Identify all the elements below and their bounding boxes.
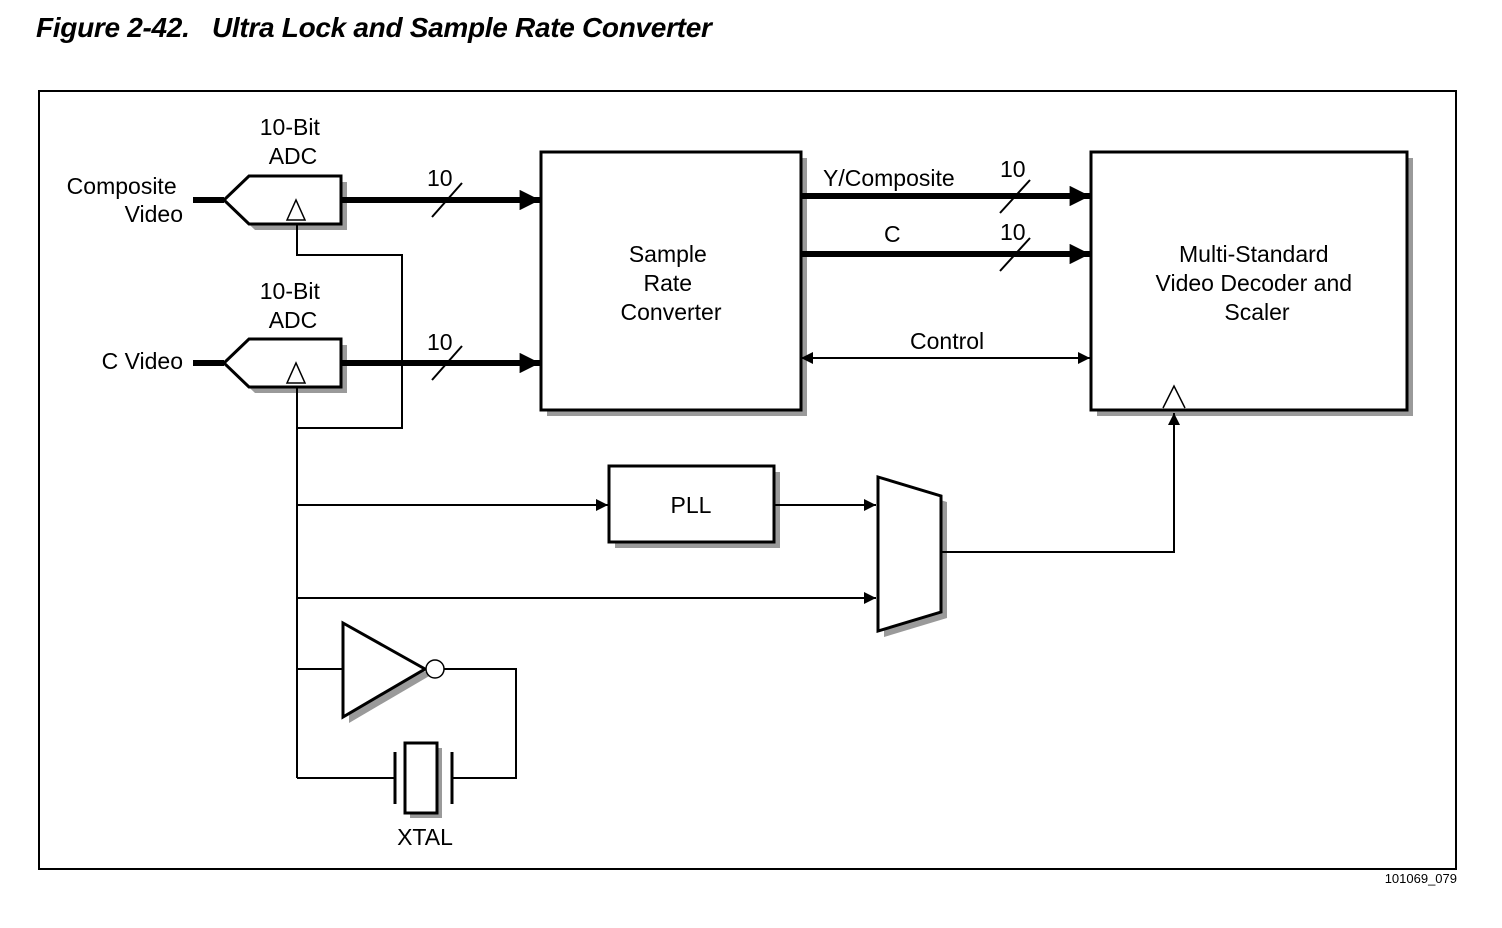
clock-triangle-icon — [1162, 384, 1186, 409]
video-decoder-label: Multi-Standard Video Decoder and Scaler — [1156, 241, 1359, 325]
c-bus-width: 10 — [1000, 219, 1026, 245]
c-video-label: C Video — [102, 348, 183, 374]
c-label: C — [884, 221, 901, 247]
sample-rate-converter-block — [539, 150, 807, 416]
figure-title: Figure 2-42. Ultra Lock and Sample Rate … — [36, 12, 712, 43]
adc-bottom-bus-width: 10 — [427, 329, 453, 355]
clock-triangle-icon — [285, 198, 307, 221]
pll-block — [607, 464, 780, 548]
adc-bottom-label: 10-Bit ADC — [260, 278, 326, 333]
composite-video-label: Composite Video — [67, 173, 183, 227]
adc-bottom — [221, 337, 347, 393]
bus-slash — [999, 179, 1031, 214]
figure-id: 101069_079 — [1385, 871, 1457, 886]
mux-to-decoder-clock — [941, 413, 1180, 553]
y-composite-label: Y/Composite — [823, 165, 955, 191]
clock-mux — [876, 474, 947, 637]
xtal-label: XTAL — [397, 824, 453, 850]
adc-top — [221, 174, 347, 230]
control-label: Control — [910, 328, 984, 354]
figure-frame — [38, 90, 1457, 870]
bus-slash — [431, 182, 463, 218]
xtal-crystal — [393, 741, 454, 818]
bus-slash — [431, 345, 463, 381]
inverter — [341, 620, 445, 723]
inverter-feedback — [444, 668, 517, 779]
clock-to-adc-top — [296, 224, 403, 429]
clock-triangle-icon — [285, 361, 307, 384]
adc-top-bus-width: 10 — [427, 165, 453, 191]
adc-top-label: 10-Bit ADC — [260, 114, 326, 169]
sample-rate-converter-label: Sample Rate Converter — [621, 241, 722, 325]
pll-label: PLL — [671, 492, 712, 518]
y-bus-width: 10 — [1000, 156, 1026, 182]
video-decoder-block — [1089, 150, 1413, 416]
bus-slash — [999, 237, 1031, 272]
